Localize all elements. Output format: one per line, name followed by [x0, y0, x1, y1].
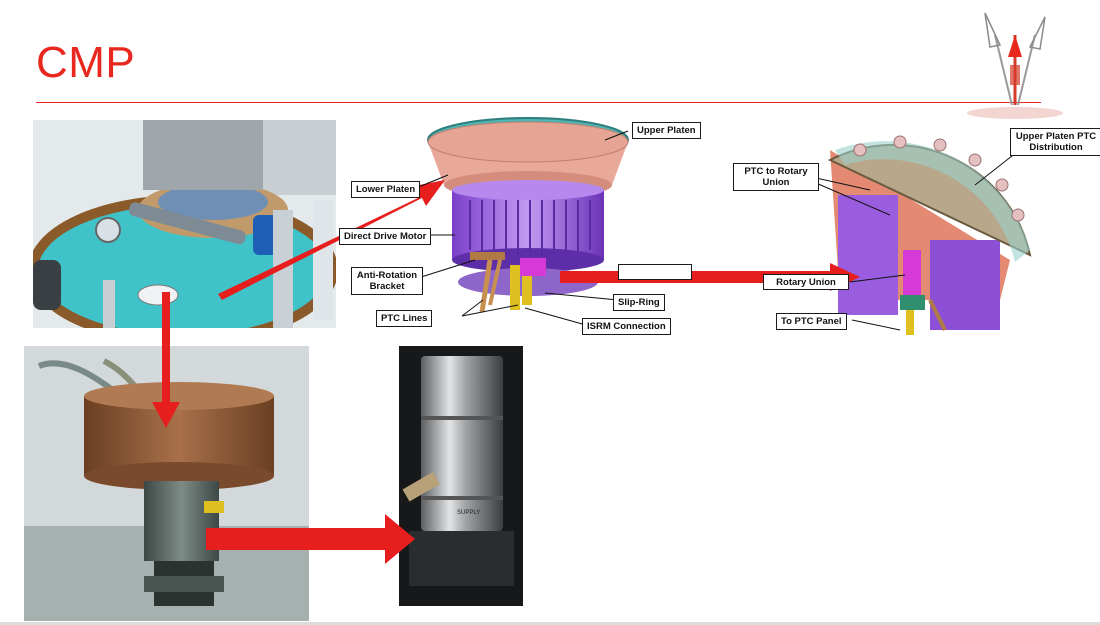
- page-title: CMP: [36, 38, 136, 87]
- callout-upper-platen: Upper Platen: [632, 122, 701, 139]
- arrow-to-platen: [218, 180, 445, 300]
- slide-bottom-bar: [0, 622, 1100, 625]
- callout-lower-platen: Lower Platen: [351, 181, 421, 198]
- platen-assembly-photo: [24, 346, 309, 621]
- callout-anti-rotation-bracket: Anti-Rotation Bracket: [351, 267, 423, 295]
- callout-ptc-lines: PTC Lines: [376, 310, 433, 327]
- title-underline: [36, 102, 1041, 103]
- callout-isrm-connection: ISRM Connection: [582, 318, 671, 335]
- callout-slip-ring: Slip-Ring: [613, 294, 665, 311]
- arrow-down-to-photo: [152, 292, 180, 428]
- callout-rotary-union-center: Rotary Union: [618, 264, 692, 280]
- callout-to-ptc-panel: To PTC Panel: [776, 313, 847, 330]
- arrow-to-cutaway: [560, 263, 860, 291]
- callout-direct-drive-motor: Direct Drive Motor: [339, 228, 431, 245]
- supply-tag-text: SUPPLY: [457, 510, 480, 516]
- callout-upper-platen-ptc-distribution: Upper Platen PTC Distribution: [1010, 128, 1100, 156]
- callout-rotary-union-right: Rotary Union: [763, 274, 849, 290]
- cmp-machine-cad-render: [33, 120, 336, 328]
- callout-ptc-to-rotary-union: PTC to Rotary Union: [733, 163, 819, 191]
- rotary-union-photo: SUPPLY: [399, 346, 523, 606]
- arrow-to-rotary-union-photo: [206, 514, 415, 564]
